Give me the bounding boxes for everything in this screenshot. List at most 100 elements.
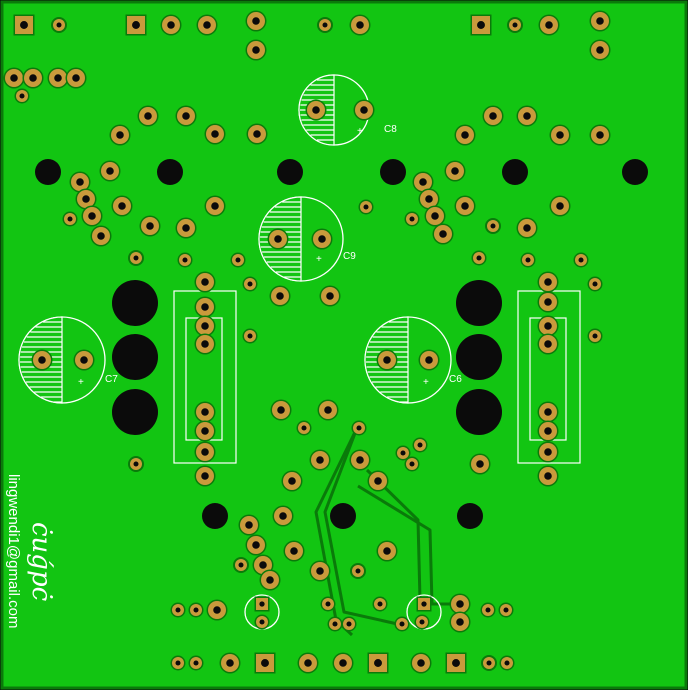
pad-drill bbox=[29, 74, 37, 82]
pad-drill bbox=[67, 216, 73, 222]
pad-drill bbox=[419, 178, 427, 186]
pad-drill bbox=[247, 281, 253, 287]
pad-drill bbox=[175, 607, 181, 613]
pad-drill bbox=[247, 333, 253, 339]
pad-drill bbox=[252, 541, 260, 549]
pad-drill bbox=[38, 356, 46, 364]
pad-drill bbox=[544, 408, 552, 416]
pad-drill bbox=[596, 46, 604, 54]
pad-drill bbox=[374, 659, 382, 667]
pad-drill bbox=[10, 74, 18, 82]
pad-drill bbox=[456, 618, 464, 626]
cap-plus-c9: + bbox=[316, 254, 322, 265]
pad-drill bbox=[182, 257, 188, 263]
pad-drill bbox=[363, 204, 369, 210]
pad-drill bbox=[276, 292, 284, 300]
mounting-hole bbox=[112, 389, 158, 435]
pad-drill bbox=[512, 22, 518, 28]
pad-drill bbox=[167, 21, 175, 29]
pad-drill bbox=[182, 112, 190, 120]
pad-drill bbox=[523, 224, 531, 232]
pad-drill bbox=[578, 257, 584, 263]
pad-drill bbox=[377, 601, 383, 607]
pad-drill bbox=[211, 202, 219, 210]
pad-drill bbox=[252, 46, 260, 54]
pad-drill bbox=[146, 222, 154, 230]
pad-drill bbox=[182, 224, 190, 232]
pad-drill bbox=[523, 112, 531, 120]
pad-drill bbox=[360, 106, 368, 114]
pad-drill bbox=[201, 322, 209, 330]
pad-drill bbox=[326, 292, 334, 300]
pad-drill bbox=[316, 456, 324, 464]
pad-drill bbox=[325, 601, 331, 607]
pad-drill bbox=[245, 521, 253, 529]
pad-drill bbox=[288, 477, 296, 485]
mounting-hole bbox=[502, 159, 528, 185]
pad-drill bbox=[451, 167, 459, 175]
pad-drill bbox=[400, 450, 406, 456]
pad-drill bbox=[399, 621, 405, 627]
pad-drill bbox=[456, 600, 464, 608]
copper-trace bbox=[357, 484, 434, 605]
mounting-hole bbox=[380, 159, 406, 185]
pad-drill bbox=[266, 576, 274, 584]
cap-label-c7: C7 bbox=[105, 374, 118, 385]
email-credit: lingwendi1@gmail.com bbox=[5, 474, 22, 628]
mounting-hole bbox=[456, 389, 502, 435]
pad-drill bbox=[211, 130, 219, 138]
pad-drill bbox=[201, 448, 209, 456]
pad-drill bbox=[56, 22, 62, 28]
pad-drill bbox=[133, 255, 139, 261]
pad-drill bbox=[324, 406, 332, 414]
pad-drill bbox=[544, 472, 552, 480]
pad-drill bbox=[132, 21, 140, 29]
pad-drill bbox=[383, 547, 391, 555]
pad-drill bbox=[97, 232, 105, 240]
pad-drill bbox=[259, 619, 265, 625]
mounting-hole bbox=[277, 159, 303, 185]
mounting-hole bbox=[157, 159, 183, 185]
mounting-hole bbox=[112, 280, 158, 326]
pad-drill bbox=[76, 178, 84, 186]
pad-drill bbox=[419, 619, 425, 625]
pad-drill bbox=[175, 660, 181, 666]
mounting-hole bbox=[622, 159, 648, 185]
pad-drill bbox=[106, 167, 114, 175]
pad-drill bbox=[490, 223, 496, 229]
mounting-hole bbox=[456, 280, 502, 326]
cap-label-c6: C6 bbox=[449, 374, 462, 385]
pad-drill bbox=[322, 22, 328, 28]
signature-logo: ċuǵpċ bbox=[26, 522, 56, 602]
pad-drill bbox=[525, 257, 531, 263]
pad-drill bbox=[355, 568, 361, 574]
pad-drill bbox=[545, 21, 553, 29]
pad-drill bbox=[193, 660, 199, 666]
pad-drill bbox=[383, 356, 391, 364]
mounting-holes bbox=[35, 159, 648, 529]
pad-drill bbox=[133, 461, 139, 467]
pad-drill bbox=[596, 17, 604, 25]
pad-drill bbox=[592, 281, 598, 287]
pad-drill bbox=[144, 112, 152, 120]
pad-drill bbox=[461, 202, 469, 210]
pad-drill bbox=[544, 340, 552, 348]
mounting-hole bbox=[456, 334, 502, 380]
pad-drill bbox=[592, 333, 598, 339]
pad-drill bbox=[409, 216, 415, 222]
pad-drill bbox=[356, 456, 364, 464]
pad-drill bbox=[201, 278, 209, 286]
pad-drill bbox=[439, 230, 447, 238]
cap-plus-c6: + bbox=[423, 377, 429, 388]
pad-drill bbox=[596, 131, 604, 139]
pad-drill bbox=[82, 195, 90, 203]
pad-drill bbox=[304, 659, 312, 667]
pad-drill bbox=[486, 660, 492, 666]
pad-drill bbox=[259, 561, 267, 569]
pad-drill bbox=[556, 131, 564, 139]
cap-plus-c7: + bbox=[78, 377, 84, 388]
mounting-hole bbox=[202, 503, 228, 529]
pad-drill bbox=[332, 621, 338, 627]
